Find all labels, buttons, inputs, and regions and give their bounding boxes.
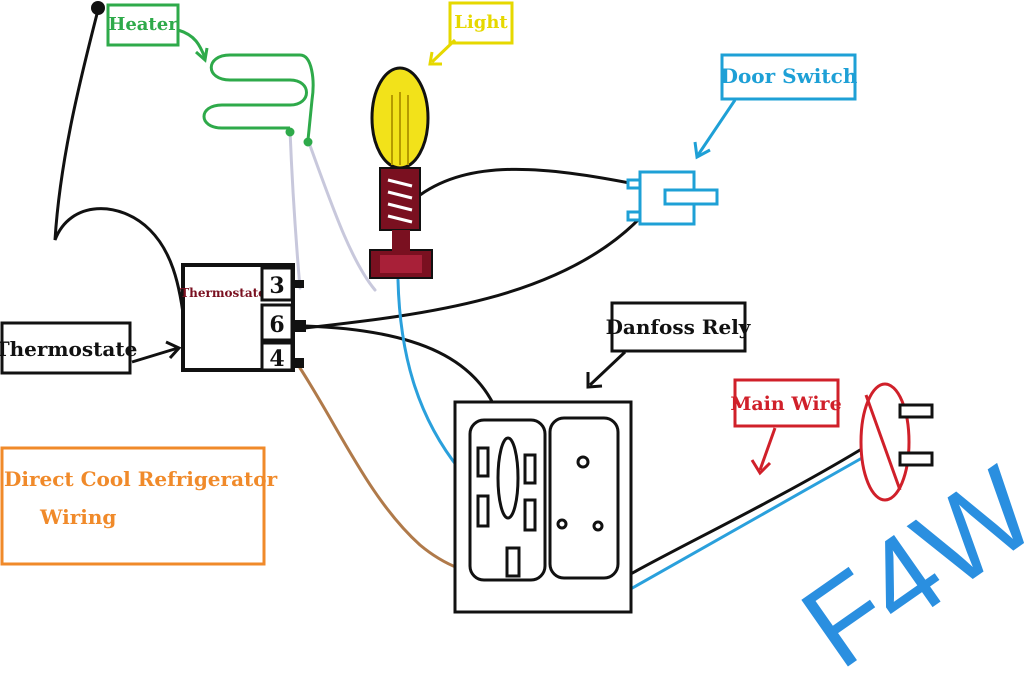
thermostat-body-label: Thermostate (180, 286, 266, 300)
terminal-6: 6 (269, 312, 284, 338)
thermostat-arrow (131, 346, 179, 364)
heater-label: Heater (108, 14, 178, 35)
wires (53, 1, 864, 607)
danfoss-relay (453, 400, 633, 614)
main-wire-arrow-head (750, 459, 772, 476)
thermostat-callout-label: Thermostate (0, 337, 137, 361)
heater-arrow-head (195, 47, 209, 63)
light-arrow (430, 38, 457, 64)
caption-box: Direct Cool Refrigerator Wiring (0, 446, 278, 566)
door-switch-arrow (696, 99, 737, 156)
heater-element (202, 53, 315, 147)
terminal-4: 4 (269, 346, 284, 372)
heater-arrow (177, 28, 207, 59)
wire-black-heater-lead (53, 8, 187, 332)
heater-label-box: Heater (106, 3, 180, 47)
thermostat-unit: Thermostate 3 6 4 (180, 263, 306, 372)
wire-grey-heater-to-bulb (306, 138, 377, 292)
main-wire-arrow (758, 427, 777, 471)
light-label: Light (454, 12, 508, 33)
danfoss-arrow-head (586, 372, 603, 389)
door-switch (626, 170, 719, 226)
terminal-3: 3 (269, 273, 284, 299)
danfoss-label-box: Danfoss Rely (606, 301, 752, 353)
mains-plug (859, 382, 934, 502)
wire-grey-heater (288, 128, 302, 290)
main-wire-label-box: Main Wire (730, 378, 842, 428)
door-switch-arrow-head (693, 141, 711, 160)
light-arrow-head (428, 51, 442, 66)
light-bulb (369, 66, 433, 279)
thermostat-callout-box: Thermostate (0, 321, 137, 375)
door-switch-label: Door Switch (721, 64, 858, 88)
danfoss-arrow (588, 350, 627, 387)
danfoss-label: Danfoss Rely (606, 315, 752, 339)
wire-black-bulb-door (418, 167, 642, 197)
thermostat-arrow-head (165, 340, 182, 360)
wire-black-t6-door (303, 216, 642, 330)
light-label-box: Light (448, 1, 514, 45)
main-wire-label: Main Wire (730, 393, 841, 415)
caption-line-1: Direct Cool Refrigerator (4, 467, 278, 491)
door-switch-label-box: Door Switch (720, 53, 858, 101)
wire-end-dot (91, 1, 105, 15)
caption-line-2: Wiring (39, 505, 116, 529)
